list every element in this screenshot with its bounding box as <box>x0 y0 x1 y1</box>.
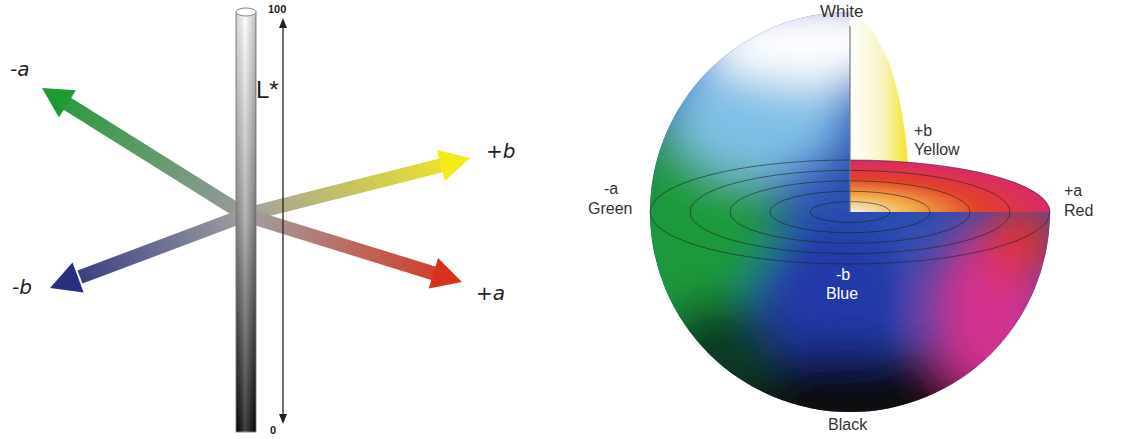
axis-value: 100 <box>268 3 286 16</box>
color-label: Red <box>1064 202 1093 220</box>
pole-label: White <box>820 2 863 22</box>
axis-label: -a <box>10 58 29 81</box>
color-sphere <box>620 0 1060 439</box>
axis-label: +b <box>486 140 515 163</box>
axis-label: +a <box>1064 182 1082 200</box>
axes-figure <box>42 8 470 432</box>
axis-label: +a <box>476 282 505 305</box>
pole-label: Black <box>828 416 867 434</box>
color-label: Yellow <box>914 141 960 159</box>
axis-label: -a <box>604 180 618 198</box>
axis-label: -b <box>836 266 850 284</box>
axis-label: +b <box>914 122 932 140</box>
color-label: Green <box>588 200 632 218</box>
color-label: Blue <box>826 285 858 303</box>
axis-value: 0 <box>270 424 276 437</box>
axis-label: -b <box>12 276 32 299</box>
axis-name: L* <box>256 76 279 104</box>
